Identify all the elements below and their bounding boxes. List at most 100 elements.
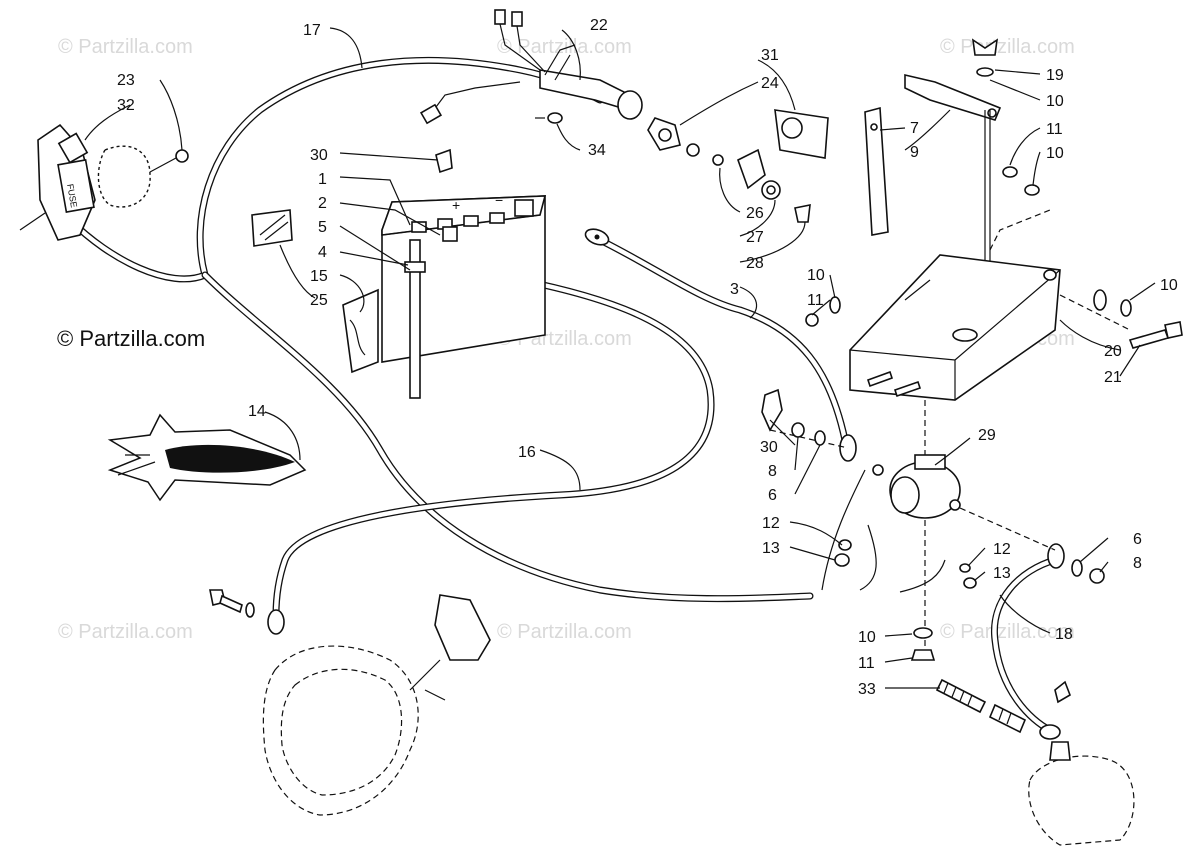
callout: 1 bbox=[318, 171, 327, 188]
callout: 20 bbox=[1104, 343, 1122, 360]
ignition-decal bbox=[774, 109, 829, 159]
wing-nut-icon bbox=[971, 38, 999, 77]
washer-icon bbox=[913, 627, 933, 639]
callout: 2 bbox=[318, 195, 327, 212]
callout-numbers: 17 22 23 32 30 1 2 5 4 15 25 31 24 34 26… bbox=[117, 17, 1178, 698]
wire bbox=[859, 524, 877, 591]
battery-strap bbox=[409, 239, 421, 399]
callout: 11 bbox=[1046, 121, 1063, 138]
ground-bolt bbox=[209, 589, 255, 618]
washer-icon bbox=[959, 563, 971, 573]
nut-icon bbox=[963, 577, 977, 589]
cable-3 bbox=[596, 236, 849, 444]
callout: 4 bbox=[318, 244, 327, 261]
starter-solenoid bbox=[872, 454, 961, 519]
callout: 17 bbox=[303, 22, 321, 39]
watermark: © Partzilla.com bbox=[58, 36, 193, 58]
callout: 19 bbox=[1046, 67, 1064, 84]
nut-icon bbox=[805, 313, 819, 327]
watermark: © Partzilla.com bbox=[497, 36, 632, 58]
cable-16 bbox=[272, 276, 715, 619]
callout: 14 bbox=[248, 403, 266, 420]
callout: 26 bbox=[746, 205, 764, 222]
callout: 24 bbox=[761, 75, 779, 92]
nut-icon bbox=[1002, 166, 1018, 178]
decal bbox=[251, 209, 293, 247]
callout: 11 bbox=[807, 292, 824, 309]
fuse-label: FUSE bbox=[65, 183, 79, 208]
starter-motor bbox=[1028, 680, 1135, 846]
leader-lines bbox=[84, 27, 1156, 689]
connector-plug bbox=[494, 9, 506, 25]
nut-icon bbox=[791, 422, 805, 438]
callout: 5 bbox=[318, 219, 327, 236]
key-icon bbox=[794, 203, 811, 223]
washer-icon bbox=[814, 430, 826, 446]
ring-terminal bbox=[267, 609, 285, 635]
solenoid-tray bbox=[849, 254, 1061, 401]
strap-buckle bbox=[404, 261, 426, 273]
callout: 30 bbox=[760, 439, 778, 456]
watermark: © Partzilla.com bbox=[497, 621, 632, 643]
bolt-icon bbox=[1128, 321, 1183, 349]
callout: 7 bbox=[910, 120, 919, 137]
watermark: © Partzilla.com bbox=[940, 621, 1075, 643]
grommet-pair bbox=[935, 678, 1027, 734]
callout: 32 bbox=[117, 97, 135, 114]
callout: 21 bbox=[1104, 369, 1122, 386]
nut-icon bbox=[910, 649, 936, 661]
callout: 25 bbox=[310, 292, 328, 309]
stud-icon bbox=[893, 380, 922, 398]
connector-plug bbox=[511, 11, 523, 27]
nut-icon bbox=[1089, 568, 1105, 584]
callout: 8 bbox=[1133, 555, 1142, 572]
key-switch bbox=[647, 117, 811, 223]
callout: 31 bbox=[761, 47, 779, 64]
callout: 29 bbox=[978, 427, 996, 444]
main-harness-cable bbox=[66, 56, 814, 603]
bracket-9 bbox=[904, 73, 1002, 121]
washer-icon bbox=[1024, 184, 1040, 196]
callout: 8 bbox=[768, 463, 777, 480]
callout: 12 bbox=[762, 515, 780, 532]
callout: 13 bbox=[762, 540, 780, 557]
ring-terminal bbox=[1039, 724, 1061, 740]
bulb-icon bbox=[535, 112, 563, 124]
ring-terminal bbox=[1047, 543, 1065, 569]
callout: 33 bbox=[858, 681, 876, 698]
callout: 28 bbox=[746, 255, 764, 272]
callout: 11 bbox=[858, 655, 875, 672]
battery-pad bbox=[342, 288, 379, 374]
washer-icon bbox=[838, 539, 852, 551]
callout: 15 bbox=[310, 268, 328, 285]
wire bbox=[899, 559, 946, 593]
callout: 10 bbox=[1046, 145, 1064, 162]
engine-housing bbox=[262, 594, 491, 816]
bracket-7 bbox=[864, 106, 889, 236]
terminal-cap bbox=[435, 148, 453, 174]
callout: 3 bbox=[730, 281, 739, 298]
watermark-main: © Partzilla.com bbox=[57, 326, 206, 351]
callout: 34 bbox=[588, 142, 606, 159]
connector-bundle bbox=[419, 9, 643, 125]
starburst-logo bbox=[107, 413, 307, 502]
stud-icon bbox=[866, 370, 894, 388]
battery-minus-symbol: − bbox=[495, 192, 503, 208]
callout: 16 bbox=[518, 444, 536, 461]
washer-icon bbox=[1071, 559, 1083, 577]
callout: 12 bbox=[993, 541, 1011, 558]
washer-icon bbox=[1093, 289, 1107, 311]
callout: 10 bbox=[807, 267, 825, 284]
terminal-cap bbox=[761, 388, 783, 432]
nut-icon bbox=[834, 553, 850, 567]
cable-18 bbox=[990, 556, 1059, 734]
washer-icon bbox=[1120, 299, 1132, 317]
washer-icon bbox=[829, 296, 841, 314]
callout: 27 bbox=[746, 229, 764, 246]
mounting-patch bbox=[97, 145, 151, 208]
callout: 30 bbox=[310, 147, 328, 164]
fuse-holder: FUSE bbox=[19, 123, 96, 241]
callout: 13 bbox=[993, 565, 1011, 582]
